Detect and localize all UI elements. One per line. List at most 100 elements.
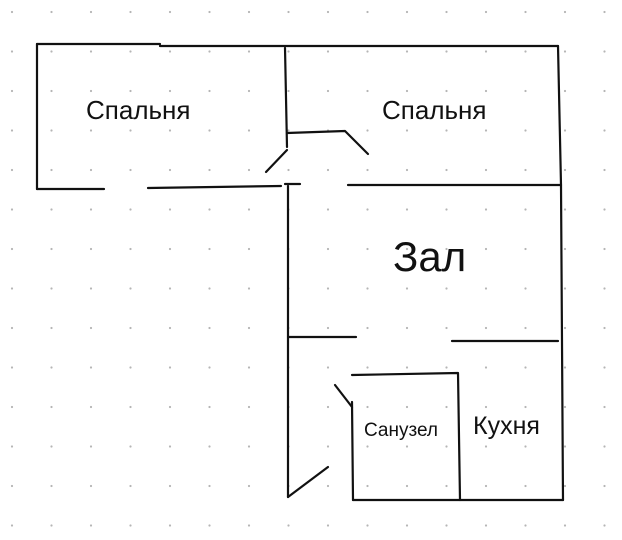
grid-dot bbox=[563, 524, 567, 527]
grid-dot bbox=[247, 10, 251, 14]
grid-dot bbox=[168, 89, 172, 93]
grid-dot bbox=[445, 287, 448, 290]
grid-dot bbox=[326, 445, 330, 448]
grid-dot bbox=[287, 168, 290, 172]
grid-dot bbox=[563, 287, 567, 290]
grid-dot bbox=[10, 366, 14, 369]
grid-dot bbox=[247, 247, 251, 251]
grid-dot bbox=[89, 50, 93, 53]
wall-bedroom-left-south bbox=[35, 184, 283, 191]
grid-dot bbox=[208, 10, 211, 14]
grid-dot bbox=[366, 484, 369, 488]
grid-dot bbox=[208, 326, 211, 330]
grid-dot bbox=[445, 326, 448, 330]
grid-dot bbox=[247, 326, 251, 330]
grid-dot bbox=[563, 484, 567, 488]
grid-dot bbox=[405, 168, 409, 172]
grid-dot bbox=[405, 405, 409, 409]
grid-dot bbox=[89, 405, 93, 409]
grid-dot bbox=[366, 129, 369, 132]
grid-dot bbox=[247, 168, 251, 172]
room-label-bathroom: Санузел bbox=[364, 420, 439, 441]
grid-dot bbox=[445, 524, 448, 527]
grid-dot bbox=[524, 524, 527, 527]
grid-dot bbox=[484, 405, 488, 409]
grid-dot bbox=[168, 366, 172, 369]
grid-dot bbox=[168, 524, 172, 527]
grid-dot bbox=[603, 50, 606, 53]
grid-dot bbox=[208, 524, 211, 527]
grid-dot bbox=[603, 10, 606, 14]
grid-dot bbox=[168, 208, 172, 211]
grid-dot bbox=[445, 10, 448, 14]
grid-dot bbox=[208, 247, 211, 251]
grid-dot bbox=[524, 445, 527, 448]
grid-dot bbox=[89, 287, 93, 290]
grid-dot bbox=[484, 89, 488, 93]
grid-dot bbox=[168, 405, 172, 409]
grid-dot bbox=[366, 50, 369, 53]
grid-dot bbox=[50, 208, 53, 211]
grid-dot bbox=[247, 445, 251, 448]
grid-dot bbox=[50, 366, 53, 369]
grid-dot bbox=[10, 287, 14, 290]
grid-dot bbox=[247, 50, 251, 53]
grid-dot bbox=[603, 168, 606, 172]
grid-dots bbox=[10, 10, 606, 527]
grid-dot bbox=[287, 129, 290, 132]
outer-wall-top bbox=[35, 42, 560, 48]
room-label-hall: Зал bbox=[393, 233, 467, 280]
grid-dot bbox=[563, 326, 567, 330]
grid-dot bbox=[50, 89, 53, 93]
grid-dot bbox=[366, 445, 369, 448]
grid-dot bbox=[484, 287, 488, 290]
grid-dot bbox=[603, 208, 606, 211]
grid-dot bbox=[10, 247, 14, 251]
grid-dot bbox=[89, 484, 93, 488]
grid-dot bbox=[484, 326, 488, 330]
grid-dot bbox=[129, 326, 132, 330]
grid-dot bbox=[563, 50, 567, 53]
grid-dot bbox=[563, 168, 567, 172]
grid-dot bbox=[89, 247, 93, 251]
grid-dot bbox=[168, 168, 172, 172]
grid-dot bbox=[50, 484, 53, 488]
grid-dot bbox=[405, 208, 409, 211]
grid-dot bbox=[50, 524, 53, 527]
grid-dot bbox=[50, 405, 53, 409]
grid-dot bbox=[50, 247, 53, 251]
grid-dot bbox=[484, 129, 488, 132]
grid-dot bbox=[366, 247, 369, 251]
grid-dot bbox=[326, 247, 330, 251]
grid-dot bbox=[50, 50, 53, 53]
grid-dot bbox=[603, 247, 606, 251]
grid-dot bbox=[208, 89, 211, 93]
grid-dot bbox=[445, 445, 448, 448]
grid-dot bbox=[168, 129, 172, 132]
grid-dot bbox=[10, 326, 14, 330]
grid-dot bbox=[326, 50, 330, 53]
grid-dot bbox=[524, 326, 527, 330]
grid-dot bbox=[208, 484, 211, 488]
grid-dot bbox=[484, 524, 488, 527]
grid-dot bbox=[484, 50, 488, 53]
grid-dot bbox=[563, 366, 567, 369]
grid-dot bbox=[50, 445, 53, 448]
grid-dot bbox=[603, 326, 606, 330]
grid-dot bbox=[10, 10, 14, 14]
grid-dot bbox=[524, 405, 527, 409]
grid-dot bbox=[10, 208, 14, 211]
grid-dot bbox=[445, 89, 448, 93]
grid-dot bbox=[366, 524, 369, 527]
door-entrance bbox=[286, 465, 330, 499]
grid-dot bbox=[168, 287, 172, 290]
grid-dot bbox=[50, 287, 53, 290]
grid-dot bbox=[287, 50, 290, 53]
grid-dot bbox=[208, 208, 211, 211]
grid-dot bbox=[129, 10, 132, 14]
grid-dot bbox=[524, 89, 527, 93]
wall-bathroom bbox=[350, 371, 462, 502]
grid-dot bbox=[89, 326, 93, 330]
grid-dot bbox=[445, 208, 448, 211]
